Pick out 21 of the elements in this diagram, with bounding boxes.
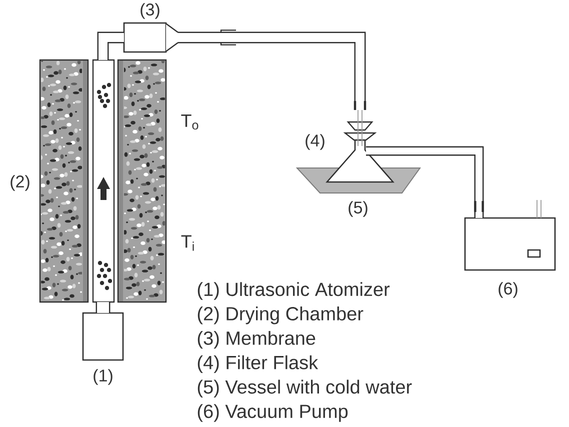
pipe xyxy=(96,302,110,313)
filter-flask xyxy=(326,110,394,183)
membrane-holder xyxy=(123,22,178,53)
pipe xyxy=(366,146,484,218)
part-number: (5) xyxy=(348,201,368,217)
part-number: (1) xyxy=(94,369,112,385)
part-number: (4) xyxy=(306,134,324,150)
key-text: (3) Membrane xyxy=(198,330,316,349)
part-number: (3) xyxy=(140,3,160,19)
key-text: (4) Filter Flask xyxy=(198,355,318,374)
atomizer-box xyxy=(82,312,124,361)
part-number: (6) xyxy=(498,282,518,298)
temperature-label: T$_{i}$ xyxy=(181,235,194,251)
key-text: (6) Vacuum Pump xyxy=(198,404,348,422)
pipe xyxy=(178,32,366,110)
part-number: (2) xyxy=(10,175,30,191)
key-text: (1) Ultrasonic Atomizer xyxy=(198,282,390,300)
temperature-label: T$_{o}$ xyxy=(181,114,198,130)
key-text: (2) Drying Chamber xyxy=(198,306,364,324)
key-text: (5) Vessel with cold water xyxy=(198,380,412,398)
pipe xyxy=(97,32,124,60)
